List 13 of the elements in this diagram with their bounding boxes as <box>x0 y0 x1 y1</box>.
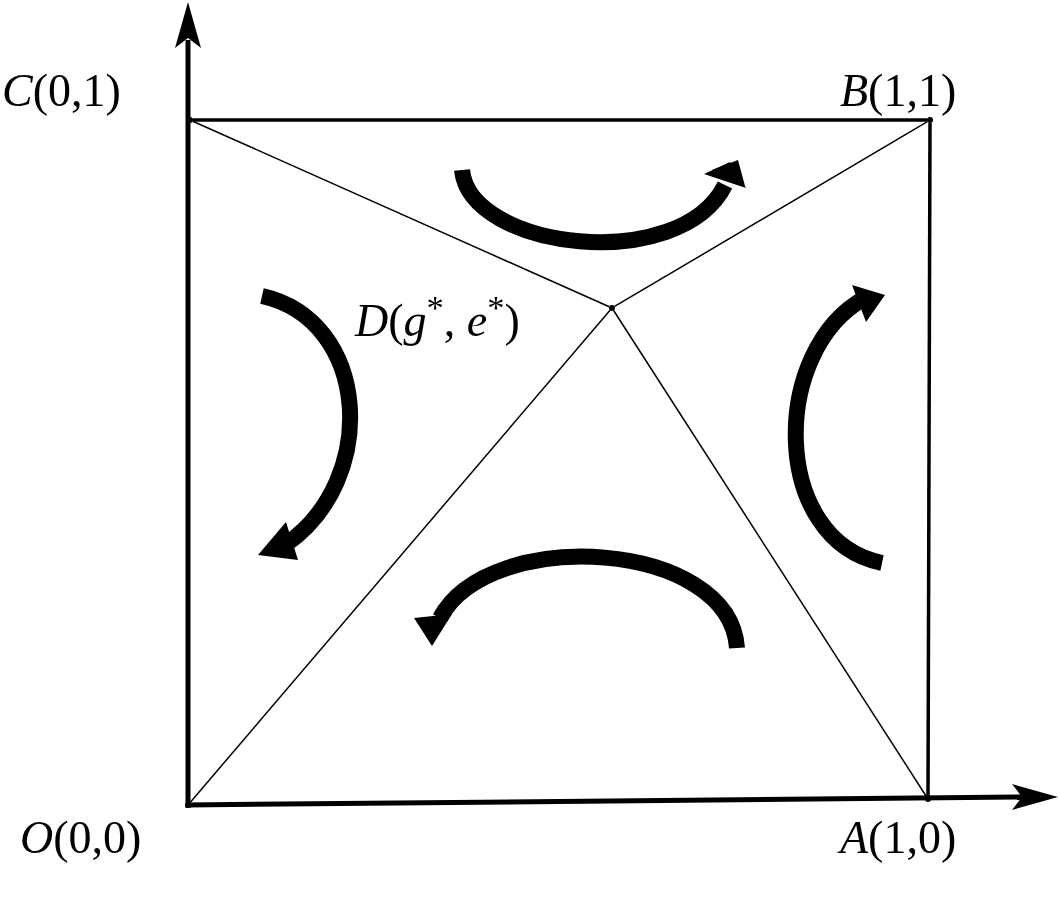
connector-line <box>612 309 928 798</box>
connector-line <box>613 120 929 308</box>
point-label: O(0,0) <box>20 815 142 861</box>
connector-line <box>193 118 927 122</box>
point-label: C(0,1) <box>2 68 121 114</box>
connector-line <box>189 309 611 804</box>
point-label: B(1,1) <box>840 68 957 114</box>
connector-line <box>926 123 932 796</box>
corner-point <box>609 305 615 311</box>
corner-point <box>187 117 193 123</box>
corner-point <box>927 117 933 123</box>
connector-line <box>192 120 610 308</box>
point-label: D(g$^{*}$, e$^{*}$) <box>355 298 520 344</box>
